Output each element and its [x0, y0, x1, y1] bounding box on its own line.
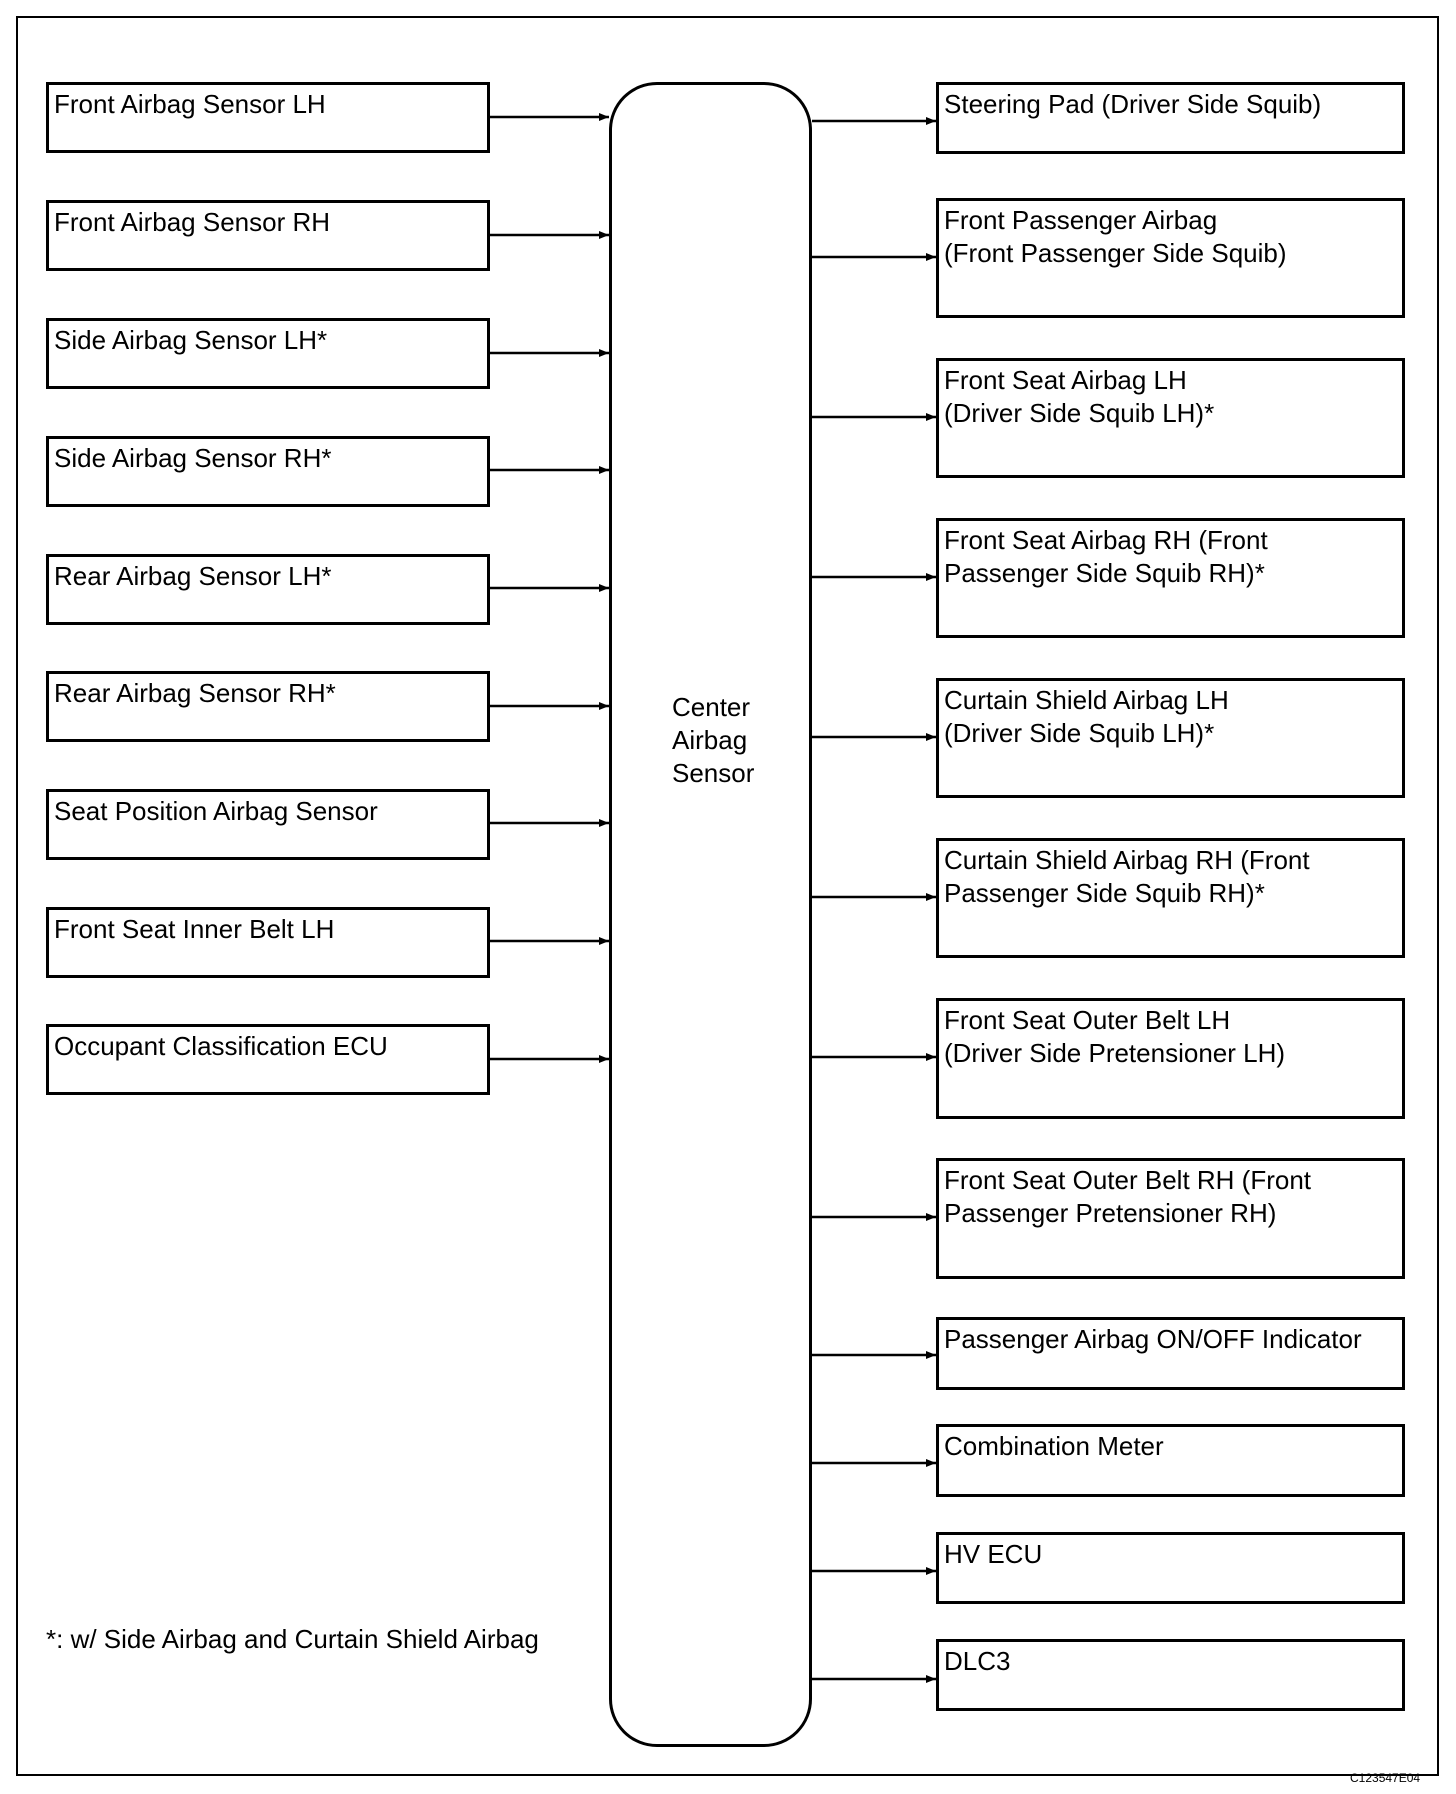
center-label: Center Airbag Sensor [672, 692, 755, 788]
output-label: Front Passenger Airbag (Front Passenger … [944, 205, 1287, 268]
input-label: Side Airbag Sensor LH* [54, 325, 328, 355]
input-label: Front Airbag Sensor RH [54, 207, 331, 237]
output-box-hv-ecu: HV ECU [936, 1532, 1405, 1604]
input-box-side-airbag-sensor-rh: Side Airbag Sensor RH* [46, 436, 490, 507]
input-box-side-airbag-sensor-lh: Side Airbag Sensor LH* [46, 318, 490, 389]
output-label: DLC3 [944, 1646, 1011, 1676]
figure-code: C123547E04 [1350, 1771, 1421, 1785]
output-label: Front Seat Outer Belt RH (Front Passenge… [944, 1165, 1312, 1228]
output-box-front-seat-airbag-rh: Front Seat Airbag RH (Front Passenger Si… [936, 518, 1405, 638]
output-box-combination-meter: Combination Meter [936, 1424, 1405, 1497]
input-label: Rear Airbag Sensor LH* [54, 561, 332, 591]
center-airbag-sensor-block: Center Airbag Sensor [609, 82, 812, 1747]
input-box-front-airbag-sensor-lh: Front Airbag Sensor LH [46, 82, 490, 153]
input-box-front-seat-inner-belt-lh: Front Seat Inner Belt LH [46, 907, 490, 978]
output-label: Front Seat Airbag LH (Driver Side Squib … [944, 365, 1215, 428]
output-box-front-seat-outer-belt-rh: Front Seat Outer Belt RH (Front Passenge… [936, 1158, 1405, 1279]
output-box-passenger-airbag-indicator: Passenger Airbag ON/OFF Indicator [936, 1317, 1405, 1390]
output-box-dlc3: DLC3 [936, 1639, 1405, 1711]
output-label: Front Seat Airbag RH (Front Passenger Si… [944, 525, 1268, 588]
output-box-steering-pad: Steering Pad (Driver Side Squib) [936, 82, 1405, 154]
output-label: Curtain Shield Airbag RH (Front Passenge… [944, 845, 1310, 908]
output-label: Front Seat Outer Belt LH (Driver Side Pr… [944, 1005, 1286, 1068]
output-box-front-seat-outer-belt-lh: Front Seat Outer Belt LH (Driver Side Pr… [936, 998, 1405, 1119]
input-box-occupant-classification-ecu: Occupant Classification ECU [46, 1024, 490, 1095]
input-label: Front Airbag Sensor LH [54, 89, 326, 119]
input-box-rear-airbag-sensor-rh: Rear Airbag Sensor RH* [46, 671, 490, 742]
output-label: HV ECU [944, 1539, 1043, 1569]
input-label: Side Airbag Sensor RH* [54, 443, 332, 473]
input-box-seat-position-airbag-sensor: Seat Position Airbag Sensor [46, 789, 490, 860]
output-box-front-passenger-airbag: Front Passenger Airbag (Front Passenger … [936, 198, 1405, 318]
diagram-frame [16, 16, 1439, 1776]
input-label: Occupant Classification ECU [54, 1031, 388, 1061]
footnote: *: w/ Side Airbag and Curtain Shield Air… [46, 1624, 539, 1654]
output-box-curtain-shield-airbag-lh: Curtain Shield Airbag LH (Driver Side Sq… [936, 678, 1405, 798]
input-label: Rear Airbag Sensor RH* [54, 678, 336, 708]
output-label: Passenger Airbag ON/OFF Indicator [944, 1324, 1362, 1354]
input-label: Front Seat Inner Belt LH [54, 914, 335, 944]
input-label: Seat Position Airbag Sensor [54, 796, 378, 826]
output-box-curtain-shield-airbag-rh: Curtain Shield Airbag RH (Front Passenge… [936, 838, 1405, 958]
output-box-front-seat-airbag-lh: Front Seat Airbag LH (Driver Side Squib … [936, 358, 1405, 478]
input-box-front-airbag-sensor-rh: Front Airbag Sensor RH [46, 200, 490, 271]
output-label: Curtain Shield Airbag LH (Driver Side Sq… [944, 685, 1229, 748]
output-label: Combination Meter [944, 1431, 1164, 1461]
input-box-rear-airbag-sensor-lh: Rear Airbag Sensor LH* [46, 554, 490, 625]
output-label: Steering Pad (Driver Side Squib) [944, 89, 1322, 119]
